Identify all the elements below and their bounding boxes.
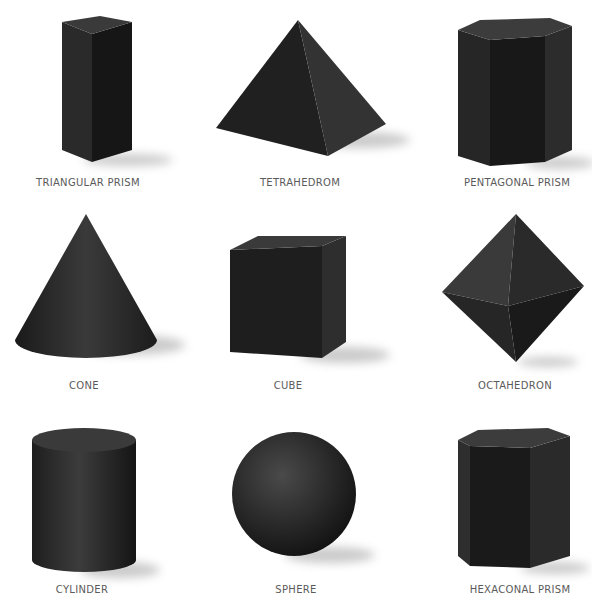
shape-name: CUBE	[274, 379, 303, 393]
shape-name: HEXACONAL PRISM	[470, 583, 571, 597]
cube	[230, 236, 346, 358]
shape-name: SPHERE	[275, 583, 316, 597]
pentagonal-prism	[458, 18, 572, 166]
shadow	[75, 132, 592, 578]
shape-name: OCTAHEDRON	[478, 379, 552, 393]
cone	[15, 214, 157, 358]
cylinder	[32, 428, 136, 572]
shape-name: CONE	[69, 379, 99, 393]
hexagonal-prism	[458, 428, 570, 568]
tetrahedron	[216, 20, 386, 156]
shape-name: TETRAHEDROM	[260, 176, 340, 190]
shape-name: CYLINDER	[56, 583, 108, 597]
triangular-prism	[62, 16, 132, 162]
shape-name: PENTAGONAL PRISM	[464, 176, 570, 190]
shape-name: TRIANGULAR PRISM	[36, 176, 140, 190]
sphere	[232, 432, 356, 556]
octahedron	[442, 214, 584, 362]
